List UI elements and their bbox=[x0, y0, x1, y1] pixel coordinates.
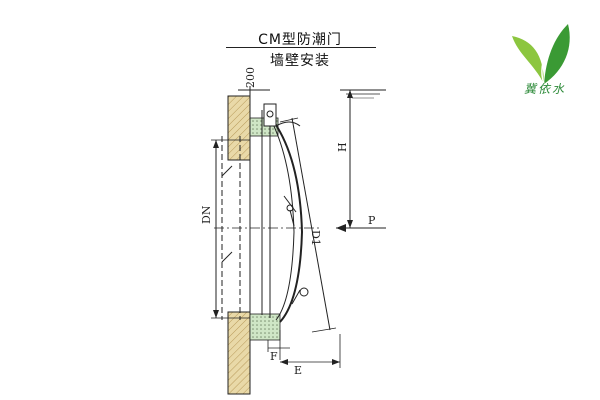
d1-dimension: D1 bbox=[279, 117, 337, 333]
diagram-title: CM型防潮门 bbox=[258, 32, 342, 48]
dn-dimension: DN bbox=[200, 139, 250, 319]
p-label: P bbox=[368, 214, 376, 227]
wall-upper bbox=[227, 95, 251, 161]
d1-label: D1 bbox=[309, 230, 322, 246]
brand-name: 冀依水 bbox=[523, 82, 566, 96]
e-label: E bbox=[294, 364, 302, 377]
hinge-top bbox=[263, 103, 301, 127]
flap-door bbox=[269, 117, 304, 323]
brand-logo bbox=[512, 24, 570, 85]
f-label: F bbox=[270, 350, 278, 363]
wall-lower bbox=[227, 311, 251, 395]
h-dimension: H bbox=[336, 90, 353, 228]
leaf-right-icon bbox=[544, 24, 570, 84]
diagram-subtitle: 墙壁安装 bbox=[270, 53, 330, 69]
mortar-bottom bbox=[249, 313, 281, 341]
wall-thickness-dimension: 200 bbox=[238, 67, 270, 98]
wall-thickness-label: 200 bbox=[244, 67, 257, 88]
latch-bottom bbox=[291, 287, 309, 305]
leaf-left-icon bbox=[512, 36, 544, 84]
f-dimension: F bbox=[267, 330, 290, 363]
dn-label: DN bbox=[200, 205, 213, 224]
h-label: H bbox=[336, 142, 349, 152]
water-level bbox=[340, 89, 386, 99]
pressure-arrow: P bbox=[336, 214, 386, 232]
e-dimension: E bbox=[280, 334, 341, 377]
title-underline bbox=[226, 47, 376, 48]
